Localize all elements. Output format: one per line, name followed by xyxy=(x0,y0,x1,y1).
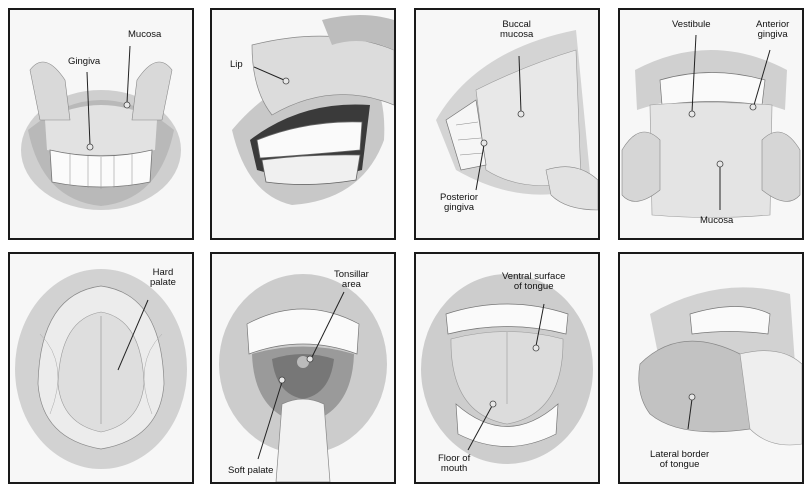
illustration-tongue-pulled xyxy=(620,254,802,482)
illustration-mouth-lip-pulled xyxy=(212,10,394,238)
panel-ventral-tongue: Ventral surface of tongue Floor of mouth xyxy=(414,252,600,484)
panel-buccal-mucosa: Buccal mucosa Posterior gingiva xyxy=(414,8,600,240)
illustration-upper-arch xyxy=(10,254,192,482)
label-tonsillar-area: Tonsillar area xyxy=(334,270,369,290)
panel-lip: Lip xyxy=(210,8,396,240)
label-lateral-border: Lateral border of tongue xyxy=(650,450,709,470)
label-mucosa-lower: Mucosa xyxy=(700,216,733,226)
label-ventral-surface: Ventral surface of tongue xyxy=(502,272,565,292)
label-buccal-mucosa: Buccal mucosa xyxy=(500,20,533,40)
panel-tonsillar: Tonsillar area Soft palate xyxy=(210,252,396,484)
label-lip: Lip xyxy=(230,60,243,70)
label-soft-palate: Soft palate xyxy=(228,466,273,476)
label-hard-palate: Hard palate xyxy=(150,268,176,288)
illustration-mouth-upper-lip-retracted xyxy=(10,10,192,238)
panel-vestibule: Vestibule Anterior gingiva Mucosa xyxy=(618,8,804,240)
label-gingiva: Gingiva xyxy=(68,57,100,67)
label-vestibule: Vestibule xyxy=(672,20,711,30)
label-floor-of-mouth: Floor of mouth xyxy=(438,454,470,474)
panel-gingiva-mucosa: Gingiva Mucosa xyxy=(8,8,194,240)
label-anterior-gingiva: Anterior gingiva xyxy=(756,20,789,40)
illustration-lower-lip-retracted xyxy=(620,10,802,238)
label-mucosa: Mucosa xyxy=(128,30,161,40)
label-posterior-gingiva: Posterior gingiva xyxy=(440,193,478,213)
panel-lateral-tongue: Lateral border of tongue xyxy=(618,252,804,484)
panel-hard-palate: Hard palate xyxy=(8,252,194,484)
